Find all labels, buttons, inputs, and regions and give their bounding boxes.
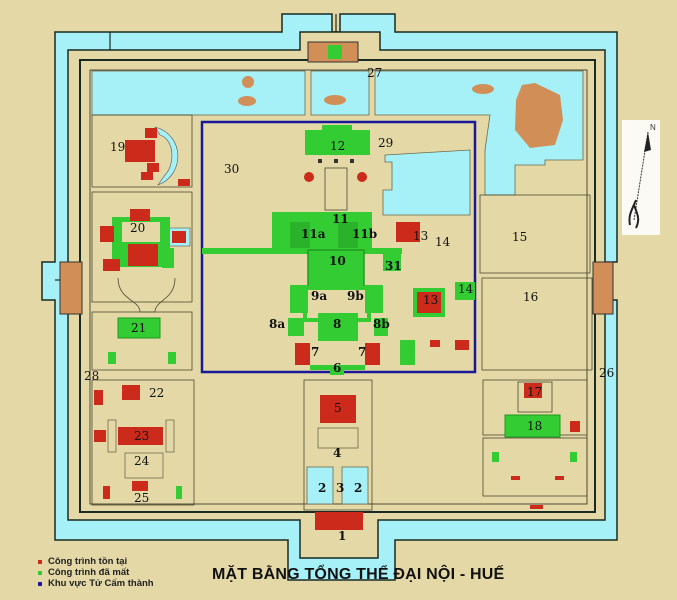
label-14a: 14 — [435, 235, 451, 249]
legend-label: Khu vực Tử Cấm thành — [48, 578, 154, 589]
legend-item-lost: Công trình đã mất — [38, 567, 154, 578]
label-27: 27 — [367, 66, 383, 80]
central-axis — [202, 125, 475, 375]
label-14b: 14 — [458, 282, 474, 296]
label-30: 30 — [224, 162, 240, 176]
north-lakes — [91, 70, 584, 196]
legend-swatch-red — [38, 559, 42, 564]
compass-label: N — [650, 123, 656, 132]
legend-label: Công trình đã mất — [48, 567, 130, 578]
label-29: 29 — [378, 136, 394, 150]
label-24: 24 — [134, 454, 150, 468]
label-8a: 8a — [269, 317, 286, 331]
label-23: 23 — [134, 429, 150, 443]
legend-swatch-green — [38, 570, 42, 575]
label-17: 17 — [527, 385, 543, 399]
map-title: MẶT BẰNG TỔNG THỂ ĐẠI NỘI - HUẾ — [212, 566, 505, 583]
label-20: 20 — [130, 221, 146, 235]
legend-item-existing: Công trình tồn tại — [38, 556, 154, 567]
label-12: 12 — [330, 139, 346, 153]
map-legend: Công trình tồn tại Công trình đã mất Khu… — [38, 556, 154, 589]
label-5: 5 — [334, 401, 342, 415]
label-3: 3 — [336, 481, 345, 495]
east-gate — [592, 261, 614, 315]
label-11: 11 — [332, 212, 349, 226]
label-9b: 9b — [347, 289, 364, 303]
label-8: 8 — [333, 317, 342, 331]
label-16: 16 — [523, 290, 539, 304]
west-gate — [59, 261, 83, 315]
label-11a: 11a — [301, 227, 326, 241]
label-15: 15 — [512, 230, 528, 244]
label-2a: 2 — [318, 481, 327, 495]
legend-item-forbidden-city: Khu vực Tử Cấm thành — [38, 578, 154, 589]
label-19: 19 — [110, 140, 126, 154]
label-4: 4 — [333, 446, 342, 460]
label-31: 31 — [385, 259, 402, 273]
legend-swatch-blue — [38, 581, 42, 586]
label-13b: 13 — [423, 293, 439, 307]
label-6: 6 — [333, 361, 342, 375]
label-26: 26 — [599, 366, 615, 380]
compass-arrow-icon: N — [628, 123, 656, 229]
label-10: 10 — [329, 254, 346, 268]
label-8b: 8b — [373, 317, 390, 331]
south-axis — [303, 379, 373, 530]
label-9a: 9a — [311, 289, 328, 303]
label-21: 21 — [131, 321, 147, 335]
label-22: 22 — [149, 386, 165, 400]
label-18: 18 — [527, 419, 543, 433]
label-7b: 7 — [358, 345, 367, 359]
label-2b: 2 — [354, 481, 363, 495]
label-25: 25 — [134, 491, 150, 505]
label-11b: 11b — [352, 227, 378, 241]
label-28: 28 — [84, 369, 100, 383]
north-arrow: N — [622, 120, 660, 235]
north-gate-pavilion — [328, 45, 342, 59]
label-1: 1 — [338, 529, 347, 543]
label-7a: 7 — [311, 345, 320, 359]
label-13a: 13 — [413, 229, 429, 243]
legend-label: Công trình tồn tại — [48, 556, 128, 567]
